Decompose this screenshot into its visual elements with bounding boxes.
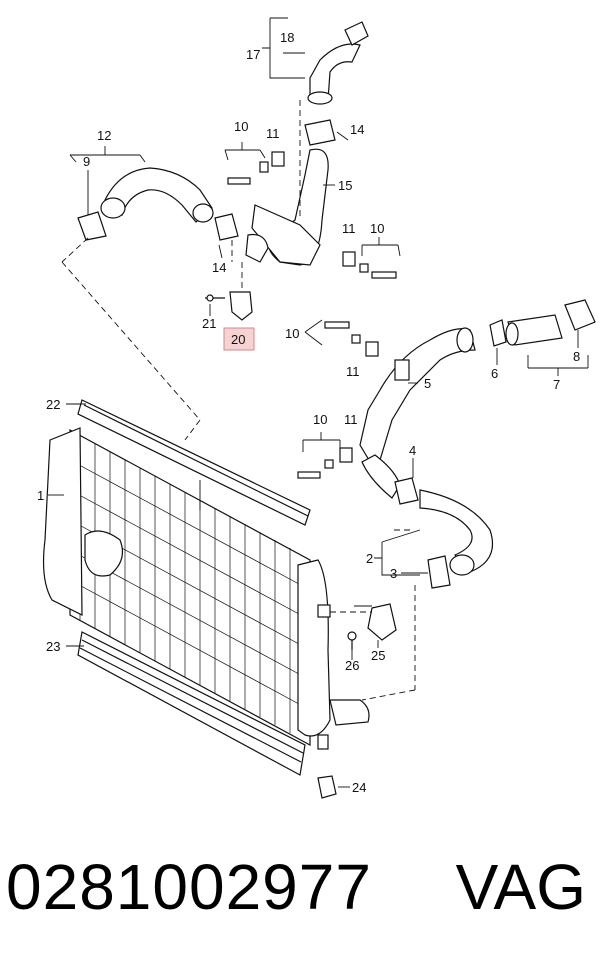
callout-labels: 1 2 3 4 5 6 7 8 9 10 10 10 10 11 11 11 1… bbox=[37, 30, 580, 795]
pressure-sensor bbox=[205, 291, 253, 321]
charge-air-pipe-upper bbox=[245, 21, 369, 266]
callout-10-middle: 10 bbox=[285, 326, 299, 341]
callout-25: 25 bbox=[371, 648, 385, 663]
callout-18: 18 bbox=[280, 30, 294, 45]
connection-lines bbox=[61, 100, 416, 701]
callout-1: 1 bbox=[37, 488, 44, 503]
intercooler bbox=[42, 427, 370, 750]
callout-8: 8 bbox=[573, 349, 580, 364]
mounting-nut bbox=[317, 775, 337, 799]
callout-11-upper-right: 11 bbox=[342, 221, 356, 236]
bolt-set-middle bbox=[324, 321, 379, 357]
bolt-set-upper-left bbox=[227, 151, 285, 185]
callout-26: 26 bbox=[345, 658, 359, 673]
air-deflector-top bbox=[77, 399, 311, 526]
callout-9: 9 bbox=[83, 154, 90, 169]
callout-7: 7 bbox=[553, 377, 560, 392]
charge-air-pipe-right bbox=[359, 299, 596, 499]
parts-diagram: 1 2 3 4 5 6 7 8 9 10 10 10 10 11 11 11 1… bbox=[37, 17, 596, 799]
air-deflector-bottom bbox=[77, 631, 306, 776]
callout-14-top: 14 bbox=[350, 122, 364, 137]
bracket bbox=[347, 603, 397, 650]
callout-4: 4 bbox=[409, 443, 416, 458]
callout-11-top-left: 11 bbox=[266, 126, 280, 141]
callout-21: 21 bbox=[202, 316, 216, 331]
bolt-set-lower bbox=[297, 447, 353, 479]
callout-22: 22 bbox=[46, 397, 60, 412]
callout-14-left: 14 bbox=[212, 260, 226, 275]
callout-5: 5 bbox=[424, 376, 431, 391]
callout-20: 20 bbox=[231, 332, 245, 347]
callout-23: 23 bbox=[46, 639, 60, 654]
callout-11-lower: 11 bbox=[344, 412, 358, 427]
charge-air-hose-lower bbox=[394, 477, 494, 589]
callout-17: 17 bbox=[246, 47, 260, 62]
callout-12: 12 bbox=[97, 128, 111, 143]
bolt-set-upper-right bbox=[342, 251, 397, 279]
footer: 0281002977 VAG bbox=[0, 850, 600, 950]
callout-10-lower: 10 bbox=[313, 412, 327, 427]
callout-11-middle: 11 bbox=[346, 364, 360, 379]
callout-3: 3 bbox=[390, 566, 397, 581]
callout-6: 6 bbox=[491, 366, 498, 381]
callout-10-upper-right: 10 bbox=[370, 221, 384, 236]
callout-24: 24 bbox=[352, 780, 366, 795]
leader-lines bbox=[48, 17, 589, 788]
callout-10-top-left: 10 bbox=[234, 119, 248, 134]
charge-air-hose-left bbox=[77, 167, 239, 241]
part-number: 0281002977 bbox=[6, 851, 372, 923]
brand-name: VAG bbox=[455, 851, 586, 923]
callout-20-highlight bbox=[223, 327, 255, 351]
callout-2: 2 bbox=[366, 551, 373, 566]
callout-15: 15 bbox=[338, 178, 352, 193]
